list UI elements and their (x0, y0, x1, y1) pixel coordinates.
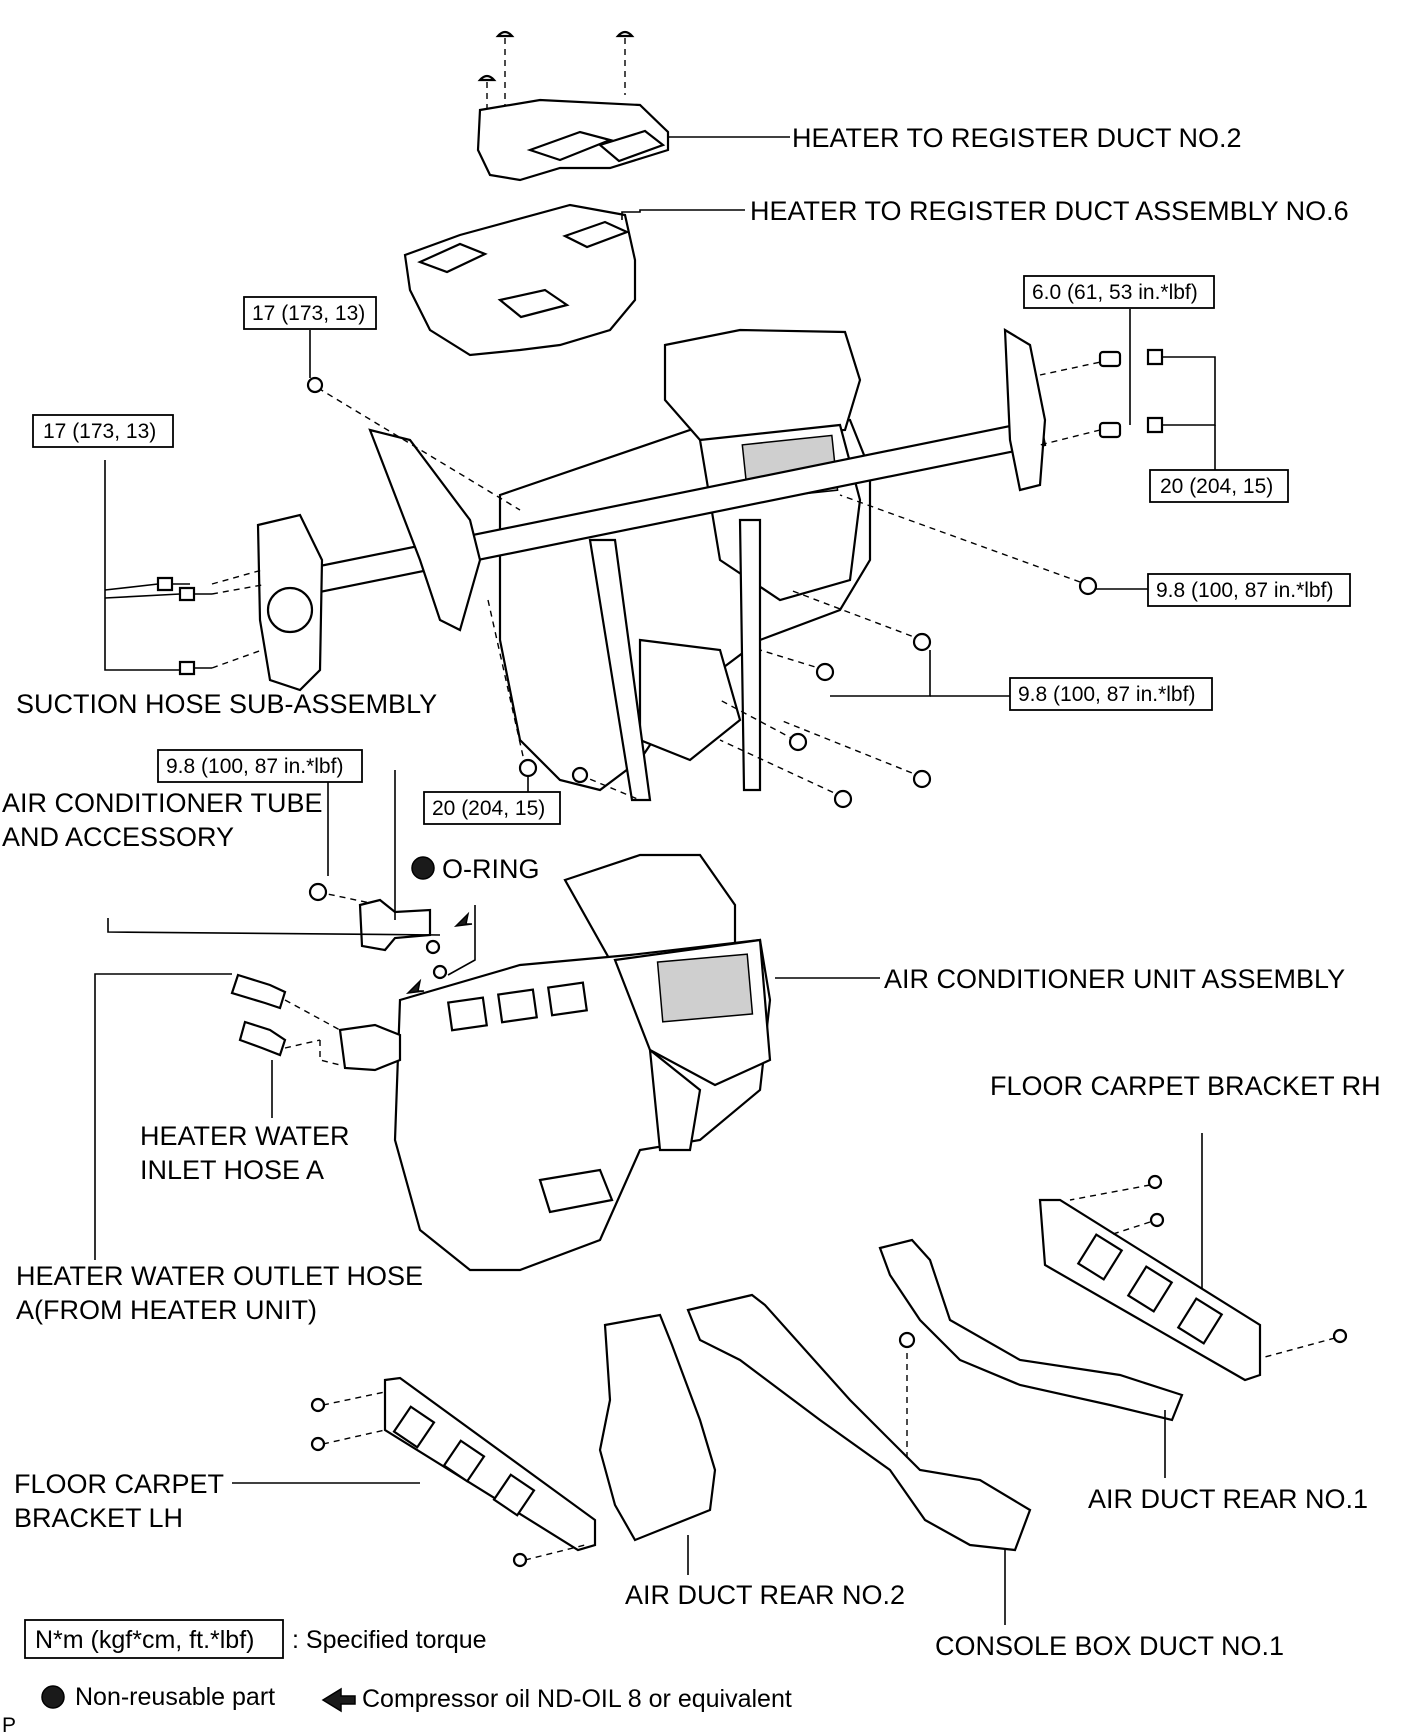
carpet-rh-drawing (1038, 1133, 1348, 1382)
torque-value: 17 (173, 13) (43, 420, 156, 443)
torque-box-5: 9.8 (100, 87 in.*lbf) (1147, 573, 1351, 607)
torque-value: 9.8 (100, 87 in.*lbf) (1156, 579, 1333, 602)
footer-code: P (2, 1714, 16, 1734)
legend-torque-box (24, 1619, 284, 1659)
legend-nonreusable: Non-reusable part (75, 1683, 275, 1711)
reinforcement-and-hvac-upper (256, 328, 1047, 802)
torque-box-3: 6.0 (61, 53 in.*lbf) (1023, 275, 1215, 309)
label-inlet-hose-line1: HEATER WATER (140, 1121, 350, 1151)
label-carpet-lh-line1: FLOOR CARPET (14, 1469, 224, 1499)
duct-rear-no2-drawing (598, 1313, 717, 1575)
torque-value: 9.8 (100, 87 in.*lbf) (1018, 683, 1195, 706)
bolts-upper (156, 348, 1180, 809)
legend-torque-desc: : Specified torque (292, 1626, 487, 1654)
label-outlet-hose-line1: HEATER WATER OUTLET HOSE (16, 1261, 423, 1291)
label-duct-no2: HEATER TO REGISTER DUCT NO.2 (792, 123, 1242, 153)
nonreusable-dot-icon (41, 1685, 65, 1709)
duct-no6-drawing (403, 203, 745, 357)
torque-box-8: 20 (204, 15) (423, 791, 561, 825)
label-carpet-rh: FLOOR CARPET BRACKET RH (990, 1071, 1381, 1101)
ac-tube-drawing (107, 770, 476, 995)
torque-box-4: 20 (204, 15) (1149, 469, 1289, 503)
label-o-ring: O-RING (442, 854, 540, 884)
legend-torque-unit: N*m (kgf*cm, ft.*lbf) (35, 1626, 254, 1654)
label-duct-no6: HEATER TO REGISTER DUCT ASSEMBLY NO.6 (750, 196, 1349, 226)
label-outlet-hose-line2: A(FROM HEATER UNIT) (16, 1295, 317, 1325)
label-console-duct: CONSOLE BOX DUCT NO.1 (935, 1631, 1284, 1661)
label-duct-rear-no1: AIR DUCT REAR NO.1 (1088, 1484, 1368, 1514)
o-ring-dot (411, 856, 435, 880)
duct-rear-no1-drawing (878, 1238, 1184, 1478)
hvac-unit-drawing (393, 853, 880, 1272)
carpet-lh-drawing (232, 1376, 597, 1568)
torque-value: 6.0 (61, 53 in.*lbf) (1032, 281, 1198, 304)
torque-box-2: 17 (173, 13) (32, 414, 174, 448)
torque-value: 17 (173, 13) (252, 302, 365, 325)
label-ac-tube-line2: AND ACCESSORY (2, 822, 234, 852)
torque-value: 9.8 (100, 87 in.*lbf) (166, 755, 343, 778)
label-ac-tube-line1: AIR CONDITIONER TUBE (2, 788, 323, 818)
legend-compressor-oil: Compressor oil ND-OIL 8 or equivalent (362, 1685, 792, 1713)
torque-box-6: 9.8 (100, 87 in.*lbf) (1009, 677, 1213, 711)
torque-value: 20 (204, 15) (432, 797, 545, 820)
duct-no2-drawing (476, 30, 790, 182)
label-carpet-lh-line2: BRACKET LH (14, 1503, 183, 1533)
torque-box-7: 9.8 (100, 87 in.*lbf) (157, 749, 363, 783)
legend: N*m (kgf*cm, ft.*lbf) : Specified torque… (2, 1619, 792, 1734)
torque-box-1: 17 (173, 13) (243, 296, 377, 330)
torque-value: 20 (204, 15) (1160, 475, 1273, 498)
label-suction-hose: SUCTION HOSE SUB-ASSEMBLY (16, 689, 437, 719)
arrow-left-icon (321, 1687, 356, 1713)
heater-hoses-drawing (94, 973, 402, 1260)
label-ac-unit: AIR CONDITIONER UNIT ASSEMBLY (884, 964, 1345, 994)
label-inlet-hose-line2: INLET HOSE A (140, 1155, 324, 1185)
console-duct-drawing (686, 1293, 1032, 1625)
label-duct-rear-no2: AIR DUCT REAR NO.2 (625, 1580, 905, 1610)
